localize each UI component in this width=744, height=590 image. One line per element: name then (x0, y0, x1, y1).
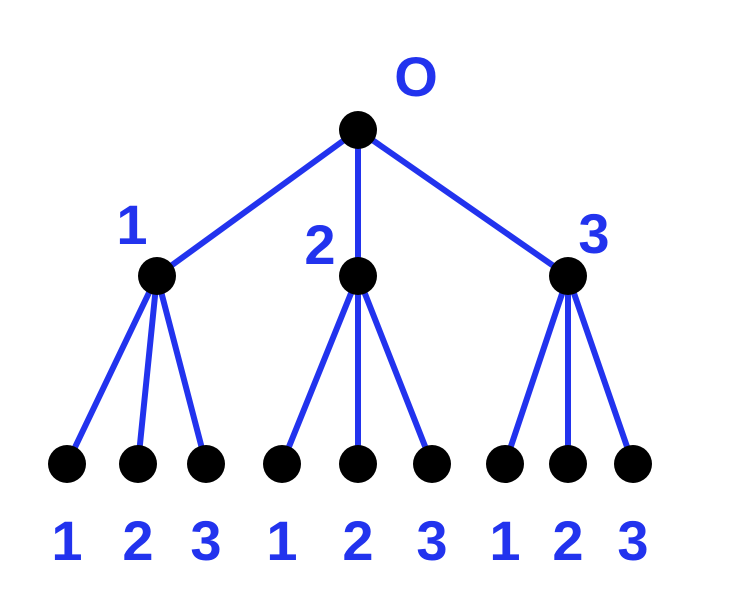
edge-node-1-to-leaf-1 (64, 273, 160, 467)
leaf-node-1-1 (48, 445, 86, 483)
edge-root-to-node-3 (355, 127, 571, 279)
leaf-label-1-2: 2 (122, 509, 153, 572)
leaf-node-2-3 (413, 445, 451, 483)
edge-node-1-to-leaf-3 (154, 273, 209, 467)
node-1 (138, 257, 176, 295)
leaf-node-1-3 (187, 445, 225, 483)
leaf-label-2-1: 1 (266, 509, 297, 572)
node-2 (339, 257, 377, 295)
edge-node-3-to-leaf-3 (565, 273, 636, 467)
tree-nodes (48, 111, 652, 483)
edge-node-2-to-leaf-3 (355, 273, 435, 467)
node-3 (549, 257, 587, 295)
leaf-node-3-2 (549, 445, 587, 483)
root-label: O (394, 45, 438, 108)
root-node (339, 111, 377, 149)
edge-node-2-to-leaf-1 (279, 273, 361, 467)
leaf-node-1-2 (119, 445, 157, 483)
tree-edges (64, 127, 636, 467)
leaf-label-3-2: 2 (552, 509, 583, 572)
node-1-label: 1 (116, 193, 147, 256)
edge-node-3-to-leaf-1 (502, 273, 571, 467)
leaf-node-3-3 (614, 445, 652, 483)
leaf-label-1-3: 3 (190, 509, 221, 572)
leaf-label-2-3: 3 (416, 509, 447, 572)
leaf-label-3-3: 3 (617, 509, 648, 572)
leaf-node-2-2 (339, 445, 377, 483)
leaf-label-1-1: 1 (51, 509, 82, 572)
leaf-label-3-1: 1 (489, 509, 520, 572)
leaf-label-2-2: 2 (342, 509, 373, 572)
node-3-label: 3 (578, 202, 609, 265)
leaf-node-3-1 (486, 445, 524, 483)
leaf-node-2-1 (263, 445, 301, 483)
edge-node-1-to-leaf-2 (135, 273, 160, 467)
edge-root-to-node-1 (154, 127, 361, 279)
node-2-label: 2 (304, 213, 335, 276)
